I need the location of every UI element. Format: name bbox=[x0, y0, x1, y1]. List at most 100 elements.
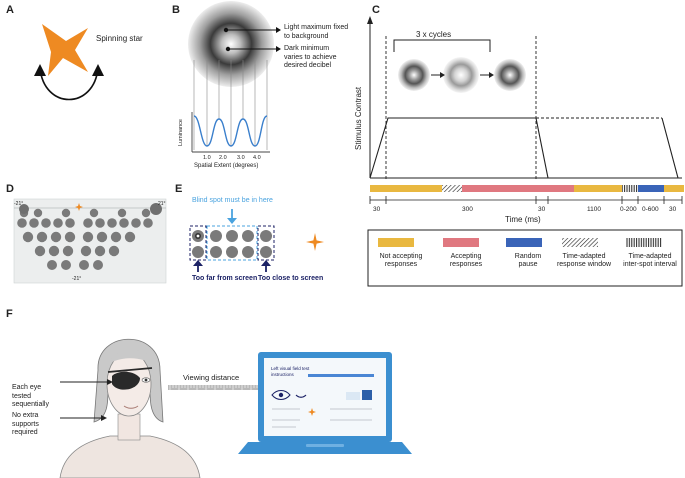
xtick-3: 3.0 bbox=[237, 155, 245, 161]
test-spot bbox=[143, 218, 153, 228]
xtick-1: 1.0 bbox=[203, 155, 211, 161]
corner-label-left: -21° bbox=[14, 201, 24, 207]
xtick-4: 4.0 bbox=[253, 155, 261, 161]
blind-spot-arrow-icon bbox=[227, 218, 237, 224]
luminance-xlabel: Spatial Extent (degrees) bbox=[194, 163, 259, 169]
panel-a-letter: A bbox=[6, 4, 14, 16]
stimulus-ring-1 bbox=[398, 59, 430, 91]
duration-7: 30 bbox=[669, 206, 677, 213]
calibration-spot-grid bbox=[192, 230, 272, 258]
legend-swatch-not-accepting bbox=[378, 238, 414, 247]
contrast-profile-solid bbox=[369, 117, 549, 179]
too-far-arrow-icon bbox=[193, 260, 203, 266]
calibration-spot bbox=[226, 230, 238, 242]
contrast-ylabel: Stimulus Contrast bbox=[354, 86, 363, 150]
too-close-label: Too close to screen bbox=[258, 275, 324, 282]
luminance-curve bbox=[193, 115, 268, 147]
test-spot bbox=[19, 204, 29, 214]
test-spot bbox=[61, 260, 71, 270]
xtick-2: 2.0 bbox=[219, 155, 227, 161]
timeline-not-accepting-2 bbox=[574, 185, 622, 192]
test-spot bbox=[64, 231, 76, 243]
test-spot bbox=[80, 245, 92, 257]
duration-2: 300 bbox=[462, 206, 473, 213]
stimulus-ring-2 bbox=[443, 57, 479, 93]
blind-spot-zone-box bbox=[206, 225, 258, 261]
duration-1: 30 bbox=[373, 206, 381, 213]
timeline-random-pause bbox=[638, 185, 664, 192]
test-spot bbox=[95, 218, 105, 228]
legend-swatch-accepting bbox=[443, 238, 479, 247]
person-figure bbox=[59, 338, 201, 478]
screen-star-icon bbox=[308, 408, 316, 416]
panel-e bbox=[189, 209, 324, 272]
test-spot bbox=[79, 260, 89, 270]
legend-item-inter-spot: Time-adapted inter-spot interval bbox=[623, 253, 677, 268]
test-spot bbox=[53, 218, 63, 228]
corner-label-right: 21° bbox=[158, 201, 166, 207]
stimulus-spot bbox=[188, 1, 274, 87]
test-spot bbox=[107, 218, 117, 228]
test-spot-grid bbox=[17, 203, 162, 270]
calibration-spot bbox=[260, 230, 272, 242]
eye-test-annotation: Each eye tested sequentially bbox=[12, 384, 49, 408]
calibration-spot bbox=[226, 246, 238, 258]
legend-swatch-response-window bbox=[562, 238, 598, 247]
test-spot bbox=[89, 208, 99, 218]
fixation-star-icon bbox=[75, 203, 83, 211]
panel-d-letter: D bbox=[6, 183, 14, 195]
legend-item-not-accepting: Not accepting responses bbox=[379, 253, 423, 268]
panel-c bbox=[367, 16, 684, 287]
test-spot bbox=[50, 231, 62, 243]
max-annotation: Light maximum fixed to background bbox=[284, 24, 349, 40]
test-spot bbox=[33, 208, 43, 218]
spinning-star-icon bbox=[42, 24, 88, 76]
duration-5: 0-200 bbox=[620, 206, 637, 213]
eye-icon bbox=[271, 390, 291, 400]
test-spot bbox=[110, 231, 122, 243]
viewing-distance-label: Viewing distance bbox=[183, 373, 240, 382]
panel-b bbox=[188, 1, 281, 153]
test-spot bbox=[47, 260, 57, 270]
duration-3: 30 bbox=[538, 206, 546, 213]
fixation-star-e-icon bbox=[306, 233, 324, 251]
test-spot bbox=[83, 218, 93, 228]
too-close-arrow-icon bbox=[261, 260, 271, 266]
panel-d bbox=[13, 198, 167, 284]
cycles-bracket bbox=[393, 39, 491, 52]
calibration-spot bbox=[210, 246, 222, 258]
timeline-response-window bbox=[442, 185, 462, 192]
panel-e-letter: E bbox=[175, 183, 183, 195]
min-annotation: Dark minimum varies to achieve desired d… bbox=[284, 45, 337, 69]
test-spot bbox=[93, 260, 103, 270]
calibration-spot bbox=[260, 246, 272, 258]
arrowhead-left-icon bbox=[34, 64, 46, 76]
timeline-accepting bbox=[462, 185, 574, 192]
viewing-distance-ruler bbox=[168, 385, 266, 390]
panel-f bbox=[59, 338, 412, 478]
test-spot bbox=[48, 245, 60, 257]
test-spot bbox=[117, 208, 127, 218]
test-spot bbox=[62, 245, 74, 257]
legend-swatch-pause bbox=[506, 238, 542, 247]
timeline-inter-spot-interval bbox=[622, 185, 638, 192]
test-spot bbox=[41, 218, 51, 228]
test-spot bbox=[131, 218, 141, 228]
max-marker-dot bbox=[223, 27, 229, 33]
calibration-spot bbox=[242, 230, 254, 242]
stimulus-ring-3 bbox=[494, 59, 526, 91]
legend-item-response-window: Time-adapted response window bbox=[556, 253, 612, 268]
test-spot bbox=[94, 245, 106, 257]
too-far-label: Too far from screen bbox=[192, 275, 258, 282]
timeline-not-accepting-1 bbox=[370, 185, 442, 192]
test-spot bbox=[65, 218, 75, 228]
rotation-arrow-icon bbox=[39, 67, 99, 101]
test-spot bbox=[119, 218, 129, 228]
calibration-spot bbox=[242, 246, 254, 258]
test-spot bbox=[82, 231, 94, 243]
screen-title: Left visual field test instructions bbox=[271, 366, 310, 377]
test-spot bbox=[141, 208, 151, 218]
legend-item-accepting: Accepting responses bbox=[449, 253, 483, 268]
legend-swatch-inter-spot bbox=[626, 238, 662, 247]
luminance-ylabel: Luminance bbox=[178, 119, 184, 146]
